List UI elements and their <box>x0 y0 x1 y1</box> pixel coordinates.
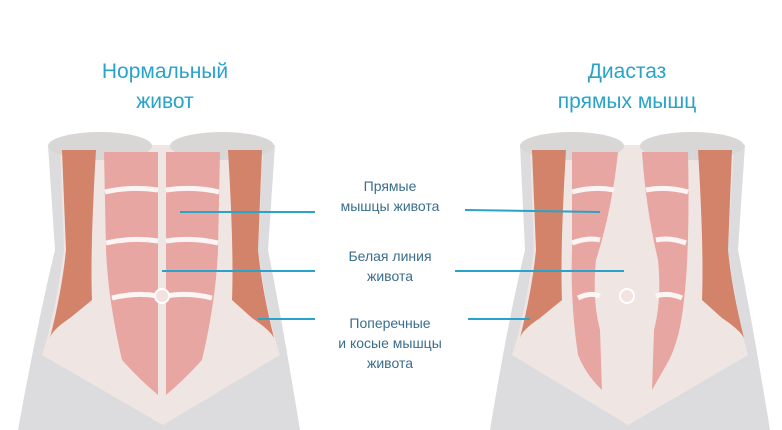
normal-rectus-left <box>104 152 158 395</box>
diastasis-oblique-right <box>698 150 744 338</box>
diastasis-oblique-left <box>520 150 566 338</box>
obliques-label-line1: Поперечные <box>349 315 431 331</box>
diastasis-abdomen-skin <box>512 145 748 425</box>
normal-oblique-right <box>228 150 274 338</box>
diastasis-navel <box>619 288 635 304</box>
normal-torso <box>18 132 315 430</box>
obliques-label: Поперечные и косые мышцы живота <box>300 313 480 373</box>
obliques-label-line2: и косые мышцы <box>338 335 442 351</box>
diastasis-heading-line1: Диастаз <box>587 60 667 83</box>
rectus-label-line2: мышцы живота <box>340 198 440 214</box>
linea-alba-label: Белая линия живота <box>300 246 480 286</box>
rectus-label: Прямые мышцы живота <box>300 176 480 216</box>
normal-heading: Нормальный живот <box>60 57 270 117</box>
normal-heading-line2: живот <box>136 90 194 113</box>
normal-navel <box>154 288 170 304</box>
linea-alba-label-line2: живота <box>367 268 413 284</box>
diastasis-heading-line2: прямых мышц <box>557 90 697 113</box>
normal-oblique-left <box>50 150 96 338</box>
rectus-label-line1: Прямые <box>363 178 417 194</box>
diastasis-heading: Диастаз прямых мышц <box>522 57 732 117</box>
linea-alba-label-line1: Белая линия <box>348 248 432 264</box>
normal-heading-line1: Нормальный <box>101 60 229 83</box>
obliques-label-line3: живота <box>367 355 413 371</box>
normal-abdomen-skin <box>42 145 280 425</box>
diastasis-torso <box>455 132 770 430</box>
diastasis-rectus-pointer <box>464 209 601 213</box>
diastasis-tendinous-lines <box>571 185 689 301</box>
diastasis-rectus-right <box>642 152 689 390</box>
